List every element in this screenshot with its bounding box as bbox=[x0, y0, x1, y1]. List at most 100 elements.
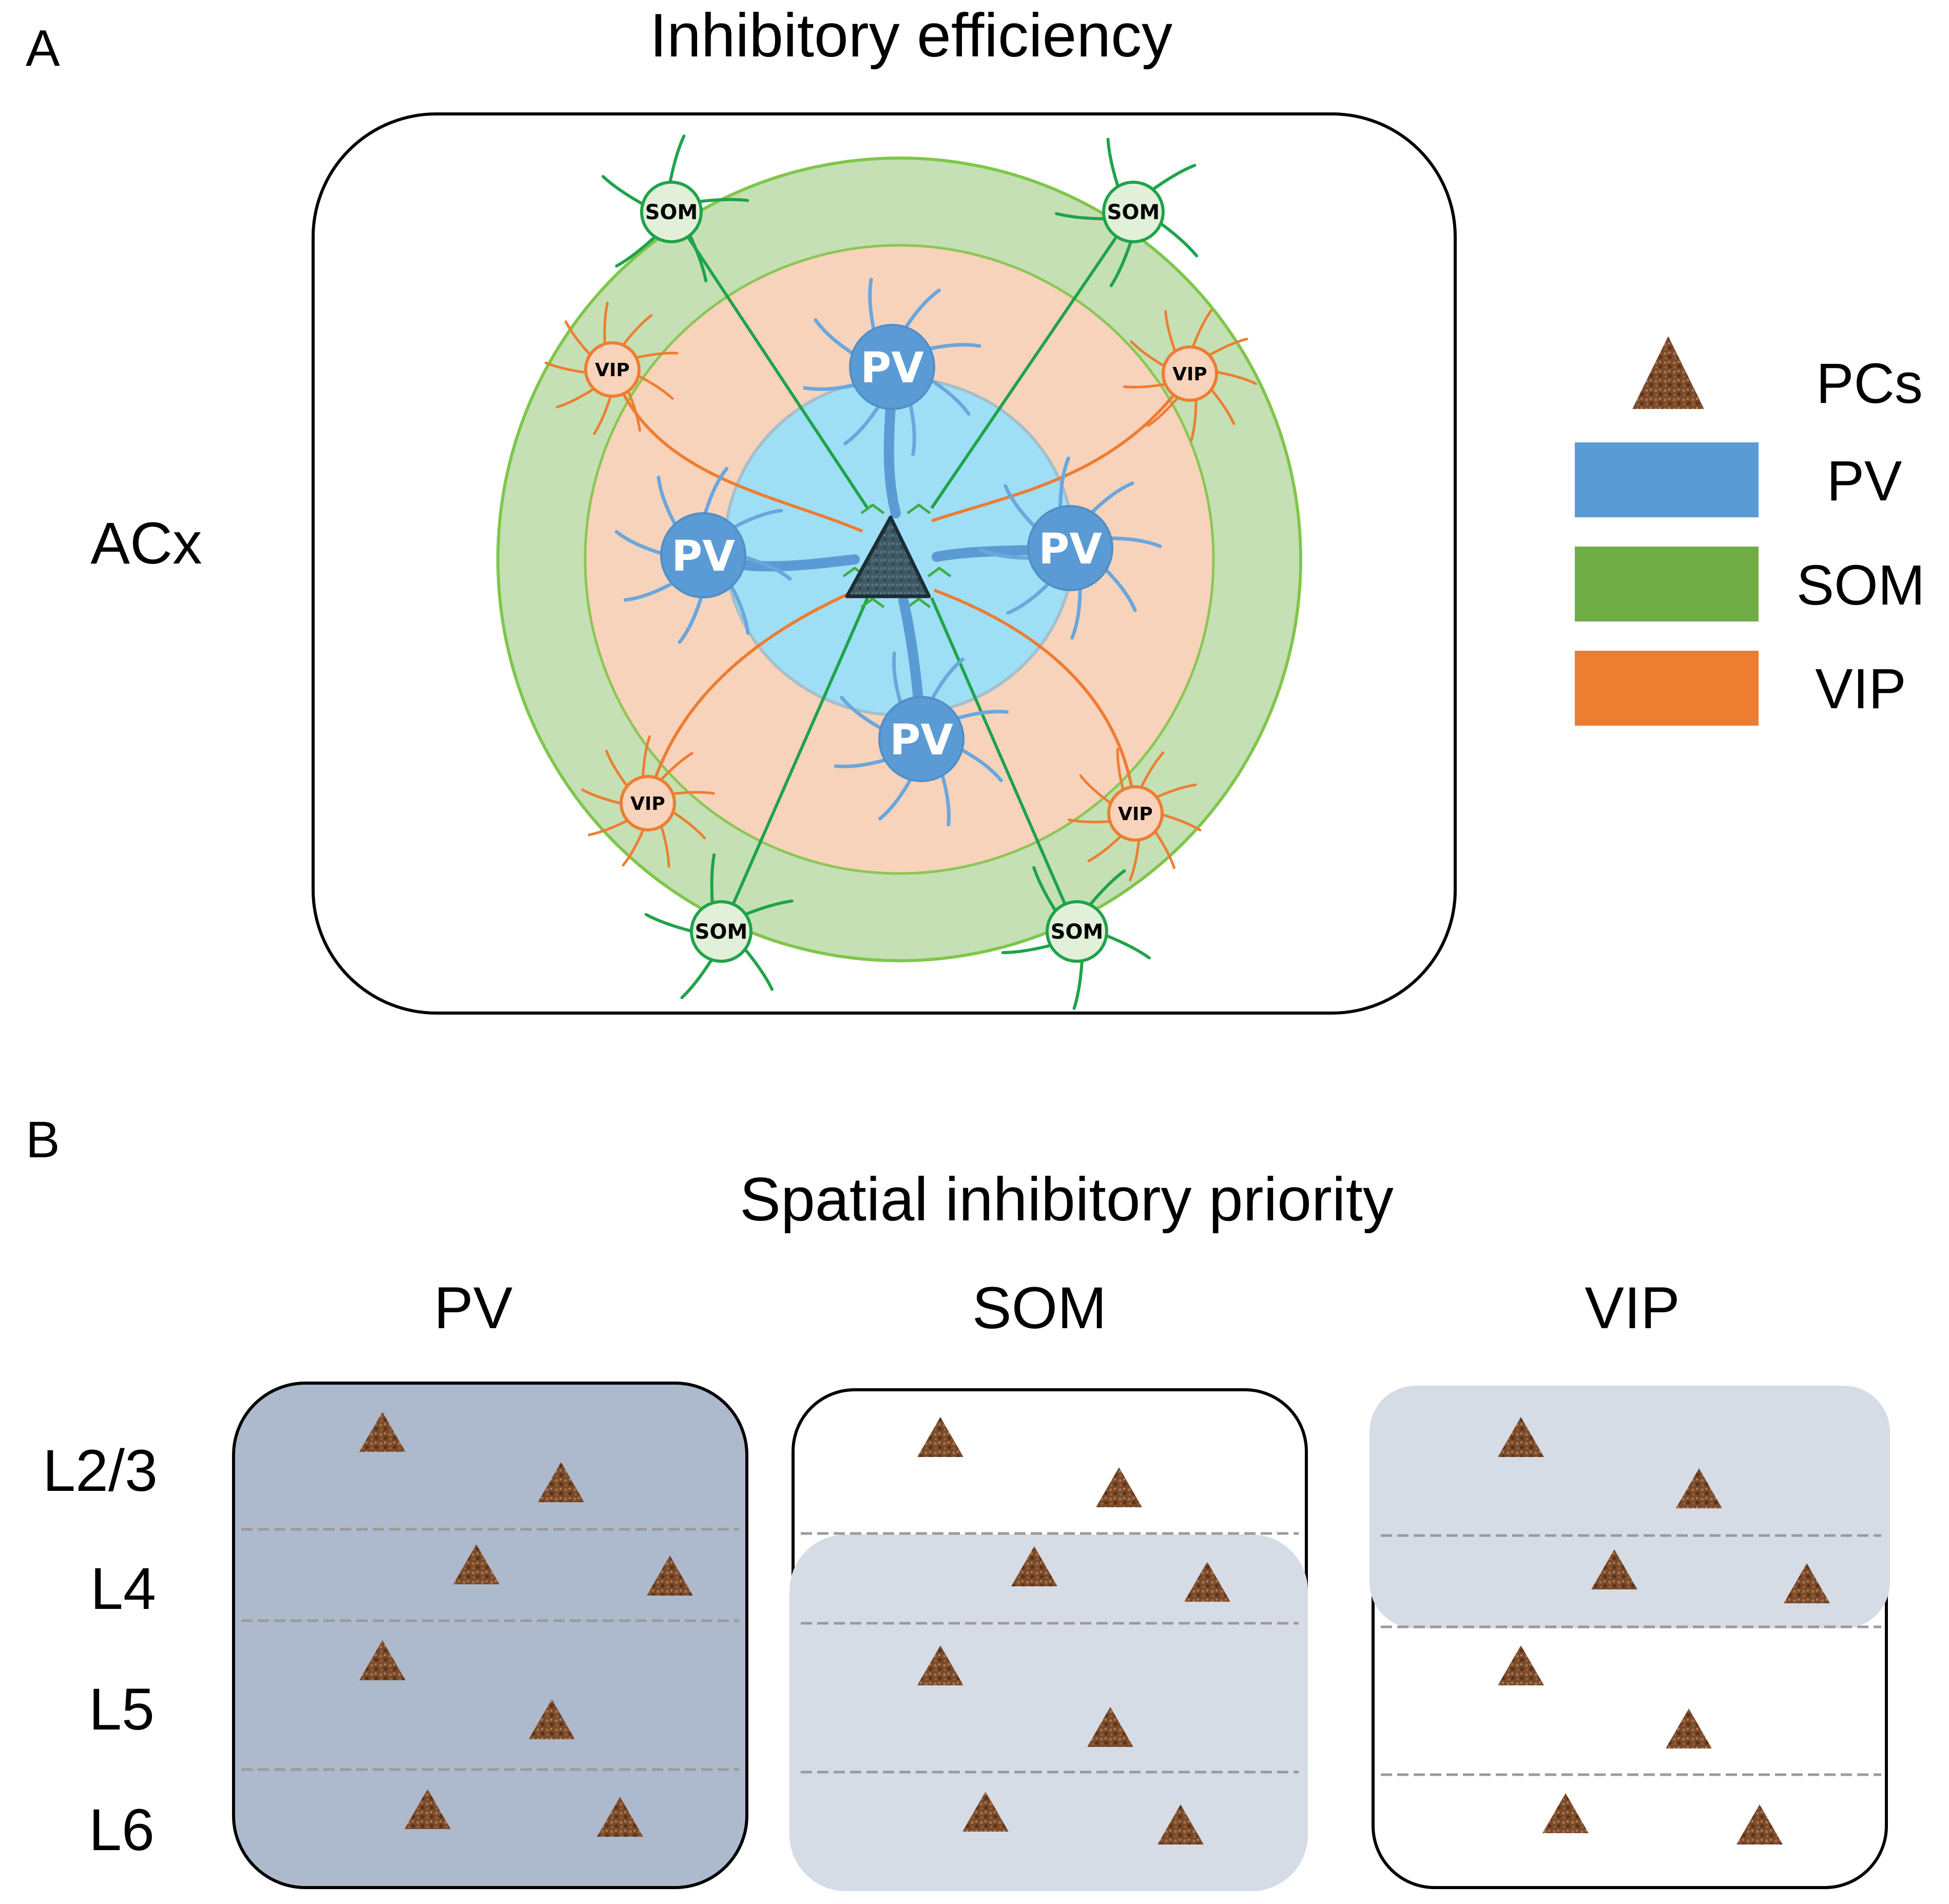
pv-dendrite bbox=[738, 554, 792, 581]
pyramidal-cell bbox=[453, 1544, 499, 1584]
legend: PCs PV SOM VIP bbox=[1575, 336, 1925, 726]
pv-dendrite bbox=[843, 400, 883, 445]
pyramidal-cell bbox=[1676, 1468, 1722, 1508]
pyramidal-cell bbox=[1784, 1563, 1830, 1603]
legend-label-som: SOM bbox=[1797, 554, 1925, 617]
pv-cell: PV bbox=[614, 467, 860, 644]
vip-dendrite bbox=[1079, 774, 1115, 807]
legend-label-vip: VIP bbox=[1815, 657, 1906, 721]
pyramidal-cell bbox=[529, 1699, 575, 1739]
synapse-mark bbox=[906, 503, 931, 515]
vip-cell: VIP bbox=[581, 735, 716, 868]
som-dendrite bbox=[1085, 869, 1126, 910]
vip-soma bbox=[620, 775, 676, 831]
som-dendrite bbox=[1155, 219, 1199, 258]
som-dendrite bbox=[740, 899, 794, 918]
vip-dendrite bbox=[1068, 818, 1115, 824]
pv-cell-label: PV bbox=[671, 532, 735, 581]
som-dendrite bbox=[740, 944, 774, 991]
som-dendrite bbox=[680, 954, 716, 999]
pyramidal-cells bbox=[359, 1412, 1830, 1844]
vip-dendrite bbox=[1151, 827, 1175, 869]
panel-b-letter: B bbox=[26, 1111, 60, 1169]
vip-dendrite bbox=[1147, 393, 1182, 427]
pv-cell: PV bbox=[803, 278, 981, 518]
pv-dendrite bbox=[955, 745, 1003, 783]
vip-dendrite bbox=[593, 391, 613, 435]
vip-cell-label: VIP bbox=[595, 360, 630, 381]
legend-pc-triangle bbox=[1632, 336, 1704, 409]
pv-dendrite bbox=[1101, 564, 1137, 612]
vip-axon bbox=[933, 589, 1137, 814]
pv-dendrite bbox=[908, 398, 916, 456]
som-dendrite bbox=[615, 232, 660, 268]
pv-dendrite bbox=[657, 475, 680, 531]
column-label-vip: VIP bbox=[1585, 1275, 1680, 1341]
pyramidal-cell bbox=[359, 1640, 406, 1680]
som-dendrite bbox=[1072, 955, 1084, 1010]
pv-soma bbox=[849, 324, 935, 410]
pyramidal-cell bbox=[1087, 1707, 1133, 1747]
vip-cell-label: VIP bbox=[1172, 364, 1207, 385]
pyramidal-cell bbox=[1096, 1467, 1142, 1507]
pv-dendrite bbox=[878, 773, 915, 821]
som-dendrite bbox=[693, 198, 749, 204]
pyramidal-cell bbox=[917, 1417, 963, 1457]
pv-dendrite bbox=[1058, 456, 1070, 515]
vip-soma bbox=[1107, 785, 1164, 842]
vip-axon bbox=[646, 586, 863, 804]
som-cell-label: SOM bbox=[1051, 920, 1104, 944]
vip-dendrite bbox=[631, 352, 679, 360]
pyramidal-cell bbox=[1184, 1562, 1230, 1602]
vip-dendrite bbox=[1204, 337, 1248, 359]
som-soma bbox=[1046, 900, 1108, 963]
som-dendrite bbox=[1032, 866, 1060, 917]
pyramidal-cell bbox=[538, 1462, 584, 1502]
layer-label-l4: L4 bbox=[90, 1556, 156, 1622]
vip-dendrite bbox=[581, 788, 626, 806]
synapse-mark bbox=[860, 597, 885, 609]
pv-dendrite bbox=[901, 288, 941, 334]
pyramidal-cell bbox=[1498, 1417, 1544, 1457]
pv-dendrite bbox=[868, 278, 877, 336]
vip-dendrite bbox=[1190, 394, 1198, 442]
column-vip bbox=[1369, 1386, 1890, 1889]
vip-dendrite bbox=[622, 825, 646, 867]
vip-cell-label: VIP bbox=[1118, 804, 1153, 825]
som-dendrite bbox=[1055, 212, 1111, 221]
vip-axon bbox=[611, 368, 863, 533]
pv-dendrite bbox=[728, 509, 783, 532]
vip-soma bbox=[1162, 345, 1218, 402]
column-pv bbox=[232, 1382, 748, 1889]
vip-dendrite bbox=[588, 818, 632, 837]
vip-dendrite bbox=[668, 791, 716, 796]
vip-cell: VIP bbox=[1123, 309, 1257, 442]
vip-dendrite bbox=[641, 735, 651, 782]
panel-a-title: Inhibitory efficiency bbox=[650, 1, 1172, 70]
pyramidal-cell bbox=[597, 1797, 643, 1837]
som-cell: SOM bbox=[1001, 866, 1151, 1010]
pv-dendrite bbox=[702, 467, 729, 520]
som-axon bbox=[930, 211, 1135, 509]
vip-dendrite bbox=[633, 373, 674, 400]
som-dendrite bbox=[1106, 138, 1121, 192]
legend-swatch-som bbox=[1575, 547, 1759, 621]
pv-dendrite bbox=[814, 318, 859, 358]
pyramidal-cell bbox=[1666, 1708, 1712, 1748]
pv-soma bbox=[1027, 505, 1113, 591]
panel-a-letter: A bbox=[26, 20, 60, 77]
som-soma bbox=[690, 900, 752, 963]
vip-column-shade bbox=[1369, 1386, 1890, 1628]
pv-dendrite bbox=[1070, 581, 1082, 640]
synapse-mark bbox=[860, 503, 885, 515]
central-pyramidal-cell bbox=[845, 515, 931, 598]
synapse-mark bbox=[906, 597, 931, 609]
legend-label-pcs: PCs bbox=[1816, 352, 1923, 415]
pv-dendrite bbox=[614, 530, 668, 557]
pyramidal-cell bbox=[1542, 1793, 1589, 1833]
som-soma bbox=[1102, 181, 1165, 243]
column-som bbox=[789, 1388, 1308, 1891]
som-soma bbox=[640, 181, 703, 243]
